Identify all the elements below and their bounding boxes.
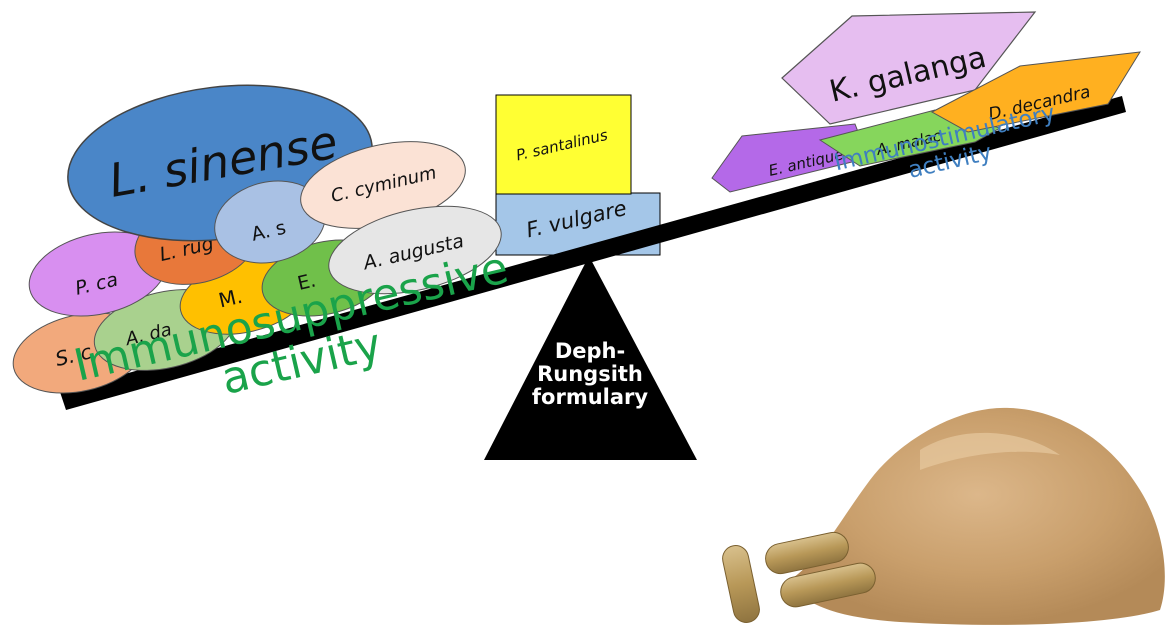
fulcrum-label: Deph- Rungsith formulary: [520, 339, 660, 410]
fulcrum-triangle: [484, 256, 697, 460]
herbal-powder-image: [722, 407, 1165, 625]
d-decandra-shape: [930, 51, 1141, 133]
a-augusta-ellipse: [328, 205, 502, 295]
capsule-2: [765, 531, 849, 575]
right-pile: E. antique A. malac K. galanga D. decand…: [711, 11, 1141, 193]
m-label: M.: [216, 284, 244, 313]
fulcrum-line2: Rungsith: [537, 362, 643, 387]
capsule-1: [722, 545, 760, 623]
balance-beam: [60, 96, 1126, 410]
fulcrum-line3: formulary: [531, 385, 649, 410]
capsule-3: [780, 562, 876, 608]
k-galanga-shape: [781, 11, 1037, 125]
p-santalinus-box: [495, 94, 632, 195]
powder-pile: [790, 407, 1165, 625]
center-stack: F. vulgare P. santalinus: [495, 94, 661, 256]
fulcrum-line1: Deph-: [554, 339, 626, 363]
powder-highlight: [920, 432, 1060, 470]
e-label: E.: [295, 269, 318, 294]
left-pile: S. c A. da M. E. P. ca L. rug L. sinense…: [12, 84, 502, 394]
